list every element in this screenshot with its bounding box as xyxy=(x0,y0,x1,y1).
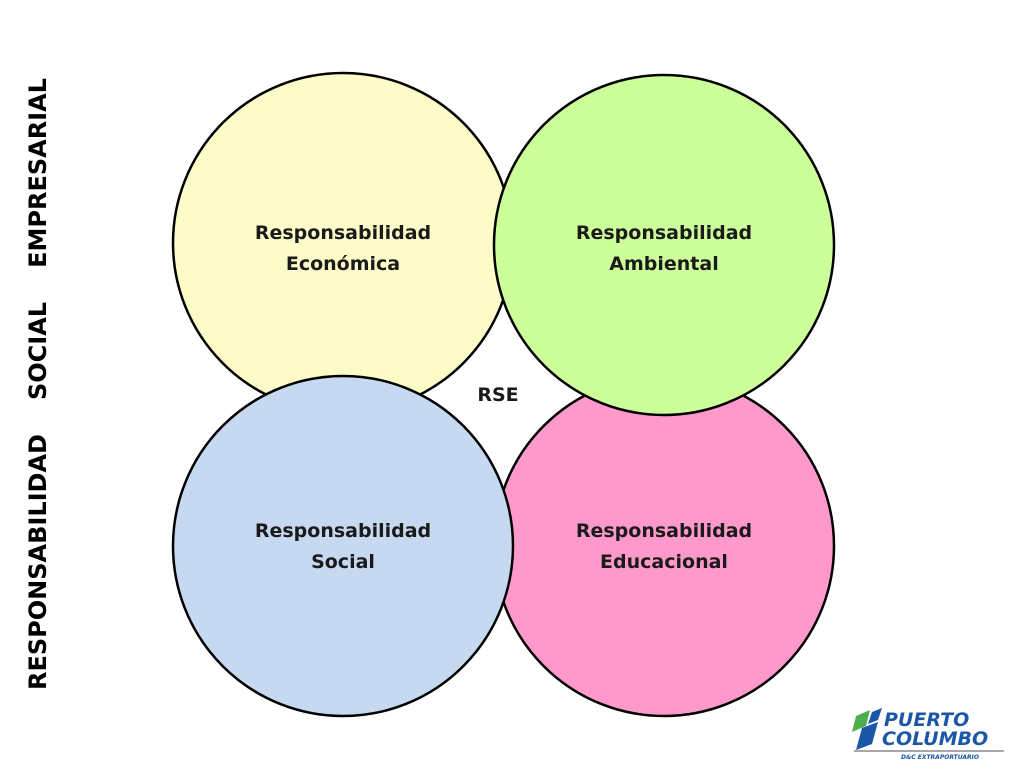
circle-social-label-line2: Social xyxy=(311,551,375,573)
logo-emblem-green xyxy=(852,710,870,732)
circle-economica-label-line2: Económica xyxy=(286,253,400,275)
logo-tagline: D&C EXTRAPORTUARIO xyxy=(901,754,979,761)
logo-text-puerto: PUERTO xyxy=(884,709,969,731)
circle-educacional-shape xyxy=(492,374,836,718)
circle-economica-label-line1: Responsabilidad xyxy=(255,222,431,244)
logo-text-columbo: COLUMBO xyxy=(882,728,988,750)
logo-emblem-blue xyxy=(856,722,878,750)
circle-educacional-label-line1: Responsabilidad xyxy=(576,520,752,542)
logo-graphic: PUERTO COLUMBO D&C EXTRAPORTUARIO xyxy=(852,708,1004,761)
circle-educacional-label-line2: Educacional xyxy=(600,551,728,573)
circle-ambiental-shape xyxy=(492,73,836,417)
circle-social-label-line1: Responsabilidad xyxy=(255,520,431,542)
puerto-columbo-logo: PUERTO COLUMBO D&C EXTRAPORTUARIO xyxy=(850,704,1008,762)
circle-economica: Responsabilidad Económica xyxy=(171,71,515,415)
circle-educacional: Responsabilidad Educacional xyxy=(492,374,836,718)
circle-ambiental-label-line2: Ambiental xyxy=(609,253,718,275)
circle-ambiental-label-line1: Responsabilidad xyxy=(576,222,752,244)
circle-social: Responsabilidad Social xyxy=(171,374,515,718)
circle-ambiental: Responsabilidad Ambiental xyxy=(492,73,836,417)
logo-emblem-blue-small xyxy=(868,708,882,724)
circle-social-shape xyxy=(171,374,515,718)
center-label-rse: RSE xyxy=(477,384,518,406)
